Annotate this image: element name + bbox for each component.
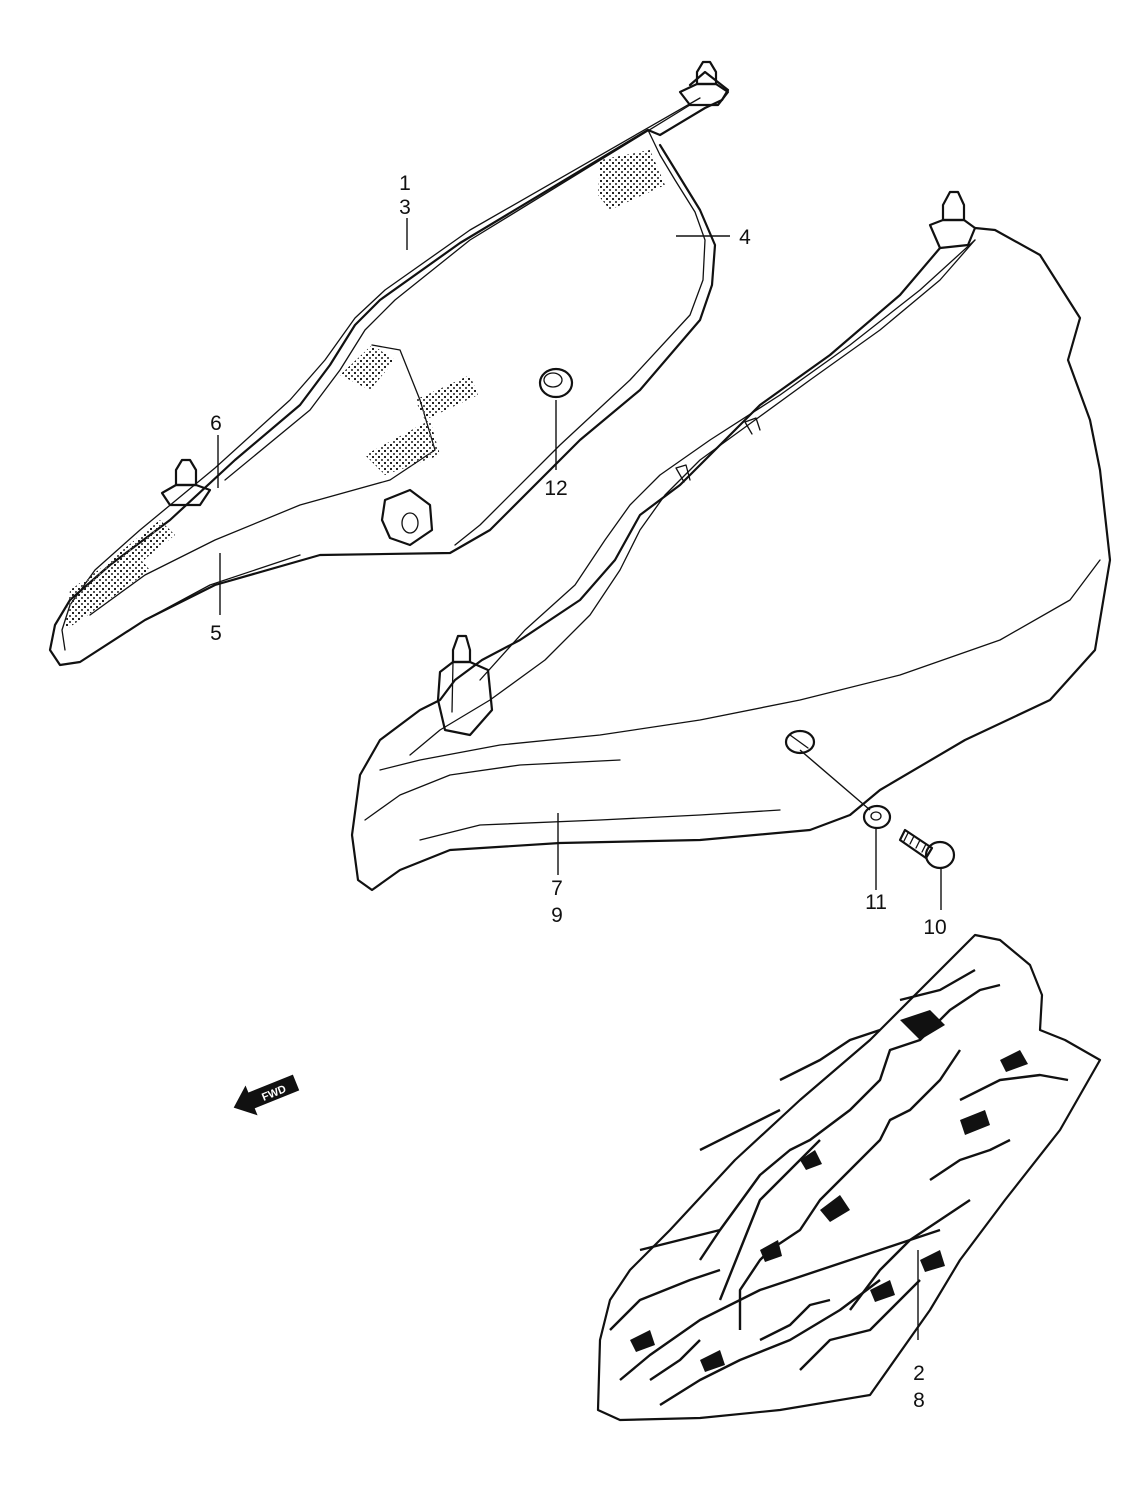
- screw: [898, 828, 956, 870]
- washer: [862, 804, 892, 830]
- label-2: 2: [913, 1362, 925, 1385]
- bolt-hole: [784, 729, 816, 755]
- label-6: 6: [210, 412, 222, 435]
- grommet: [538, 367, 574, 399]
- left-frame-cover: [48, 60, 730, 667]
- label-4: 4: [739, 226, 751, 249]
- part-labels: 1 3 4 6 12 5 7 9 11 10 2 8: [210, 172, 947, 1412]
- label-9: 9: [551, 904, 563, 927]
- label-3: 3: [399, 196, 411, 219]
- leader-lines: [217, 218, 942, 1340]
- label-8: 8: [913, 1389, 925, 1412]
- damper: [380, 488, 434, 547]
- mount-peg-top-left: [678, 60, 730, 107]
- right-frame-cover: [350, 190, 1112, 892]
- label-7: 7: [551, 877, 563, 900]
- mount-peg-lower-left: [160, 458, 212, 507]
- label-12: 12: [544, 477, 567, 500]
- mount-peg-lower-right: [436, 634, 494, 737]
- label-1: 1: [399, 172, 411, 195]
- label-10: 10: [923, 916, 946, 939]
- camouflage-decal: [596, 933, 1102, 1422]
- label-11: 11: [865, 891, 887, 914]
- forward-arrow-icon: FWD: [233, 1074, 300, 1116]
- label-5: 5: [210, 622, 222, 645]
